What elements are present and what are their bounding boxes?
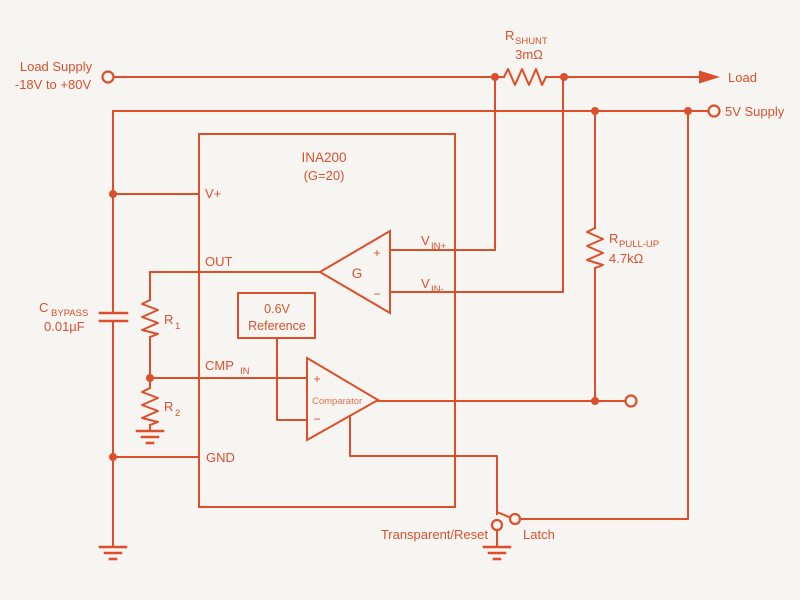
latch-switch — [482, 107, 692, 561]
pin-cmp-label: CMP — [205, 358, 234, 373]
ground-symbol-main — [98, 545, 128, 561]
c-bypass-value: 0.01µF — [44, 319, 85, 334]
comparator-plus-sign: + — [313, 372, 320, 386]
c-bypass-capacitor — [98, 311, 129, 323]
pin-gnd-label: GND — [206, 450, 235, 465]
load-supply-terminal — [101, 70, 115, 84]
labels: Load Supply -18V to +80V Load 5V Supply … — [15, 28, 785, 542]
pin-out-label: OUT — [205, 254, 233, 269]
comparator-triangle — [306, 356, 380, 442]
sense-lines — [389, 76, 564, 293]
comparator — [306, 356, 638, 515]
ina200-outline — [198, 133, 456, 508]
switch-contact-latch — [508, 512, 522, 526]
voltage-reference — [237, 292, 316, 421]
r-shunt-zigzag — [502, 68, 548, 86]
left-supply-branch — [98, 110, 200, 561]
r-pullup-value: 4.7kΩ — [609, 251, 644, 266]
gain-amp-label: G — [352, 266, 363, 281]
junction-dot — [591, 107, 599, 115]
r-pullup — [586, 107, 604, 405]
load-label: Load — [728, 70, 757, 85]
pin-vinplus-sub: IN+ — [431, 241, 447, 252]
c-bypass-sub: BYPASS — [51, 308, 88, 319]
feedback-divider — [135, 271, 321, 445]
ground-symbol-r2 — [135, 429, 165, 445]
switch-lever — [495, 510, 511, 519]
r-shunt-ref: R — [505, 28, 514, 43]
reference-output-wire — [276, 337, 308, 421]
gain-amp-plus-sign: + — [373, 246, 380, 260]
r2-sub: 2 — [175, 408, 180, 419]
r-pullup-ref: R — [609, 231, 618, 246]
r1-ref: R — [164, 312, 173, 327]
comparator-minus-sign: − — [313, 412, 320, 426]
junction-dot — [684, 107, 692, 115]
r-pullup-zigzag — [586, 226, 604, 270]
gain-amplifier — [318, 229, 391, 315]
load-supply-range-label: -18V to +80V — [15, 77, 92, 92]
pin-vinplus-label: V — [421, 233, 430, 248]
r2-ref: R — [164, 399, 173, 414]
r2-zigzag — [141, 386, 159, 427]
reference-value-label: 0.6V — [264, 302, 290, 316]
load-arrow-icon — [699, 70, 720, 84]
load-supply-rail — [101, 70, 720, 84]
supply-5v-rail — [112, 104, 721, 118]
junction-dot — [591, 397, 599, 405]
junction-dot — [109, 453, 117, 461]
junction-dot — [109, 190, 117, 198]
transparent-reset-label: Transparent/Reset — [381, 527, 489, 542]
ina200-gain-note: (G=20) — [304, 168, 345, 183]
supply-5v-terminal — [707, 104, 721, 118]
gain-amp-triangle — [318, 229, 391, 315]
ina200-part-number: INA200 — [301, 150, 346, 165]
alert-output-terminal — [624, 394, 638, 408]
latch-label: Latch — [523, 527, 555, 542]
pin-cmp-sub: IN — [240, 366, 250, 377]
r-shunt-value: 3mΩ — [515, 47, 543, 62]
r1-zigzag — [141, 298, 159, 339]
latch-input-wire — [349, 415, 498, 515]
supply-5v-label: 5V Supply — [725, 104, 785, 119]
load-supply-label: Load Supply — [20, 59, 93, 74]
switch-contact-reset — [490, 518, 504, 532]
ground-symbol-switch — [482, 545, 512, 561]
r1-sub: 1 — [175, 321, 180, 332]
c-bypass-ref: C — [39, 300, 48, 315]
gain-amp-minus-sign: − — [373, 287, 380, 301]
pin-vinminus-sub: IN- — [431, 284, 444, 295]
pin-vinminus-label: V — [421, 276, 430, 291]
latch-to-5v-wire — [519, 110, 689, 520]
comparator-label: Comparator — [312, 396, 362, 407]
pin-vplus-label: V+ — [205, 186, 221, 201]
r-pullup-sub: PULL-UP — [619, 239, 659, 250]
r-shunt-sub: SHUNT — [515, 36, 548, 47]
reference-name-label: Reference — [248, 319, 306, 333]
